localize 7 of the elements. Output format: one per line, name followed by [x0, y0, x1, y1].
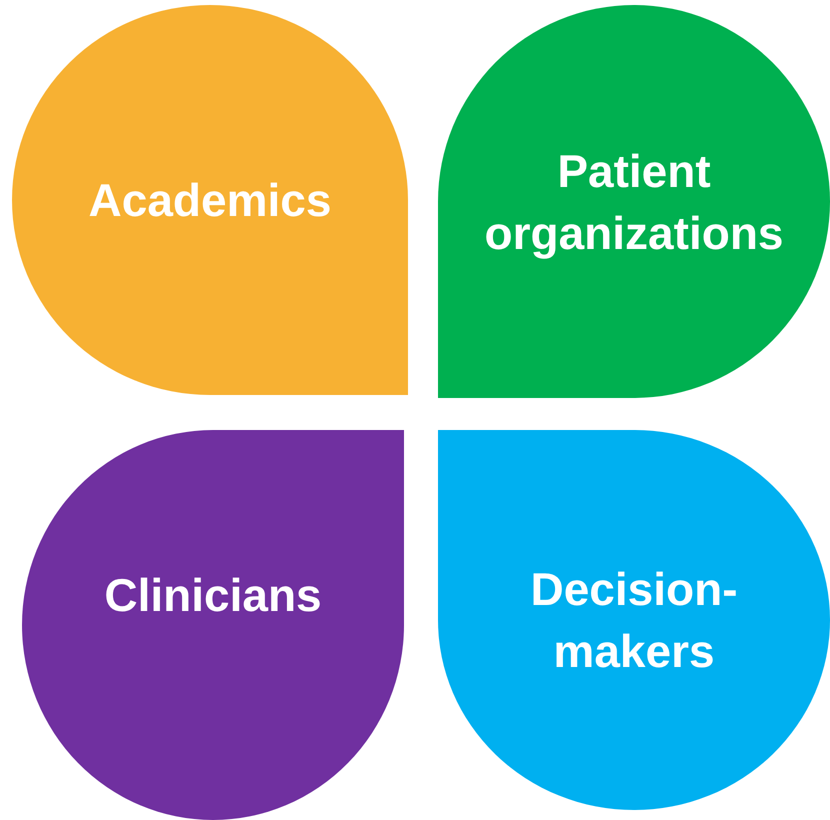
petal-label: Patient organizations	[483, 144, 785, 261]
petal-shape	[22, 430, 404, 820]
petal-label: Clinicians	[104, 568, 322, 623]
petal-shape	[438, 5, 830, 398]
petal-label: Decision-makers	[529, 562, 739, 679]
petal-label: Academics	[88, 173, 332, 228]
petal-shape	[438, 430, 830, 810]
